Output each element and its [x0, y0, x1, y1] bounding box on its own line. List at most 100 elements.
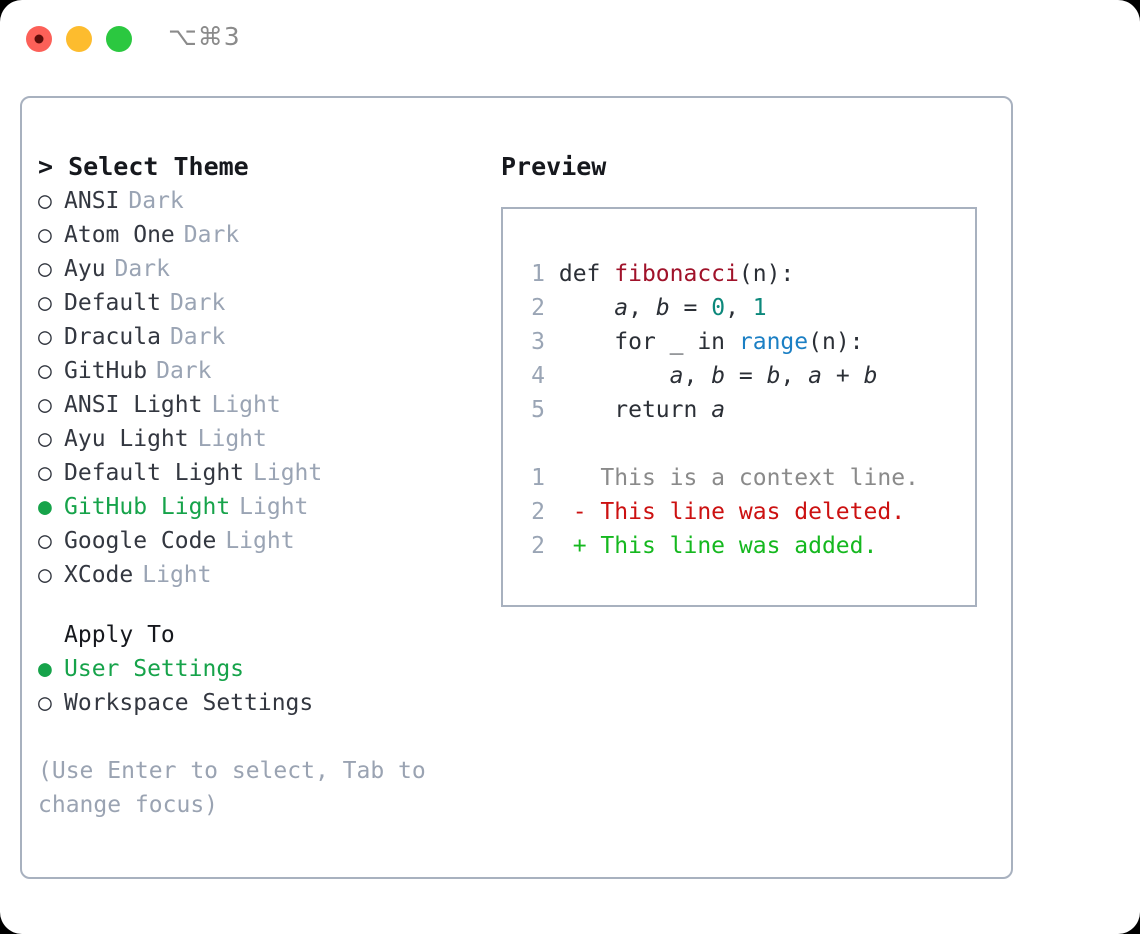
radio-unselected-icon: ○: [38, 562, 52, 588]
theme-name-label: ANSI: [64, 188, 120, 214]
theme-name-label: Google Code: [64, 528, 217, 554]
code-token: b: [863, 363, 878, 389]
diff-line: 1 This is a context line.: [521, 461, 919, 495]
code-token: a: [808, 363, 823, 389]
apply-to-list: ●User Settings ○ Workspace Settings: [38, 652, 490, 720]
theme-variant-tag: Dark: [169, 290, 226, 316]
line-number: 2: [531, 295, 545, 321]
apply-to-option[interactable]: ○ Workspace Settings: [38, 686, 490, 720]
theme-variant-tag: Dark: [183, 222, 240, 248]
radio-unselected-icon: ○: [38, 290, 52, 316]
caret-icon: >: [38, 152, 69, 181]
radio-unselected-icon: ○: [38, 188, 52, 214]
preview-title: Preview: [501, 152, 607, 181]
code-token: b: [655, 295, 670, 321]
maximize-button[interactable]: [106, 26, 132, 52]
code-token: a: [669, 363, 684, 389]
theme-list-item[interactable]: ○ Default Dark: [38, 286, 490, 320]
code-token: a: [711, 397, 726, 423]
traffic-light-group: [26, 26, 132, 52]
theme-variant-tag: Light: [225, 528, 295, 554]
theme-variant-tag: Dark: [156, 358, 212, 384]
theme-name-label: Default Light: [64, 460, 245, 486]
diff-marker: +: [572, 533, 601, 559]
theme-name-label: GitHub: [64, 358, 148, 384]
apply-to-option[interactable]: ●User Settings: [38, 652, 490, 686]
theme-variant-tag: Light: [197, 426, 267, 452]
code-token: (n):: [808, 329, 864, 355]
radio-unselected-icon: ○: [38, 392, 52, 418]
radio-unselected-icon: ○: [38, 528, 52, 554]
line-number: 2: [531, 499, 545, 525]
page-title-text: Select Theme: [68, 152, 249, 181]
keyboard-shortcut-label: ⌥⌘3: [168, 22, 241, 51]
diff-line: 2 + This line was added.: [521, 529, 919, 563]
code-token: a: [614, 295, 629, 321]
code-token: return: [558, 397, 712, 423]
code-token: ,: [683, 363, 712, 389]
code-token: 0: [711, 295, 726, 321]
code-line: 3 for _ in range(n):: [521, 325, 919, 359]
code-token: b: [766, 363, 781, 389]
theme-name-label: Default: [64, 290, 161, 316]
code-token: b: [711, 363, 726, 389]
code-token: for _ in: [558, 329, 739, 355]
theme-variant-tag: Light: [253, 460, 323, 486]
line-number: 4: [531, 363, 545, 389]
apply-to-label: Workspace Settings: [64, 690, 314, 716]
code-token: +: [822, 363, 864, 389]
code-token: ,: [780, 363, 809, 389]
preview-box: 1 def fibonacci(n): 2 a, b = 0, 1 3 for _ …: [501, 207, 977, 607]
diff-text: This line was deleted.: [600, 499, 906, 525]
code-token: def: [558, 261, 615, 287]
window-titlebar: ⌥⌘3: [0, 0, 1140, 76]
code-line: 1 def fibonacci(n):: [521, 257, 919, 291]
code-token: ,: [628, 295, 656, 321]
theme-variant-tag: Light: [239, 494, 309, 520]
diff-marker: -: [572, 499, 601, 525]
code-token: range: [738, 329, 809, 355]
theme-list-item[interactable]: ○ GitHub Dark: [38, 354, 490, 388]
code-spacer: [521, 427, 919, 461]
page-title: > Select Theme: [38, 150, 490, 184]
keyboard-hint-text: (Use Enter to select, Tab to change focu…: [38, 758, 440, 818]
code-token: [559, 295, 614, 321]
theme-name-label: Ayu Light: [64, 426, 189, 452]
close-button[interactable]: [26, 26, 52, 52]
radio-selected-icon: ●: [38, 494, 52, 520]
theme-name-label: Ayu: [64, 256, 106, 282]
code-token: =: [669, 295, 712, 321]
radio-unselected-icon: ○: [38, 222, 52, 248]
diff-text: This is a context line.: [600, 465, 919, 491]
diff-line: 2 - This line was deleted.: [521, 495, 919, 529]
apply-to-title: Apply To: [64, 622, 175, 648]
theme-variant-tag: Dark: [128, 188, 184, 214]
apply-to-label: User Settings: [64, 656, 245, 682]
line-number: 5: [531, 397, 545, 423]
theme-variant-tag: Light: [211, 392, 281, 418]
code-token: =: [725, 363, 767, 389]
radio-unselected-icon: ○: [38, 358, 52, 384]
minimize-button[interactable]: [66, 26, 92, 52]
apply-to-section: Apply To ●User Settings ○ Workspace Settin…: [38, 618, 490, 720]
code-token: 1: [752, 295, 767, 321]
line-number: 3: [531, 329, 545, 355]
radio-unselected-icon: ○: [38, 690, 52, 716]
code-token: fibonacci: [614, 261, 739, 287]
theme-list-item[interactable]: ○ ANSI Dark: [38, 184, 490, 218]
code-line: 5 return a: [521, 393, 919, 427]
code-token: (n):: [738, 261, 795, 287]
theme-list-item[interactable]: ○ Google Code Light: [38, 524, 490, 558]
preview-column: Preview 1 def fibonacci(n):2 a, b = 0, 1…: [501, 150, 991, 607]
